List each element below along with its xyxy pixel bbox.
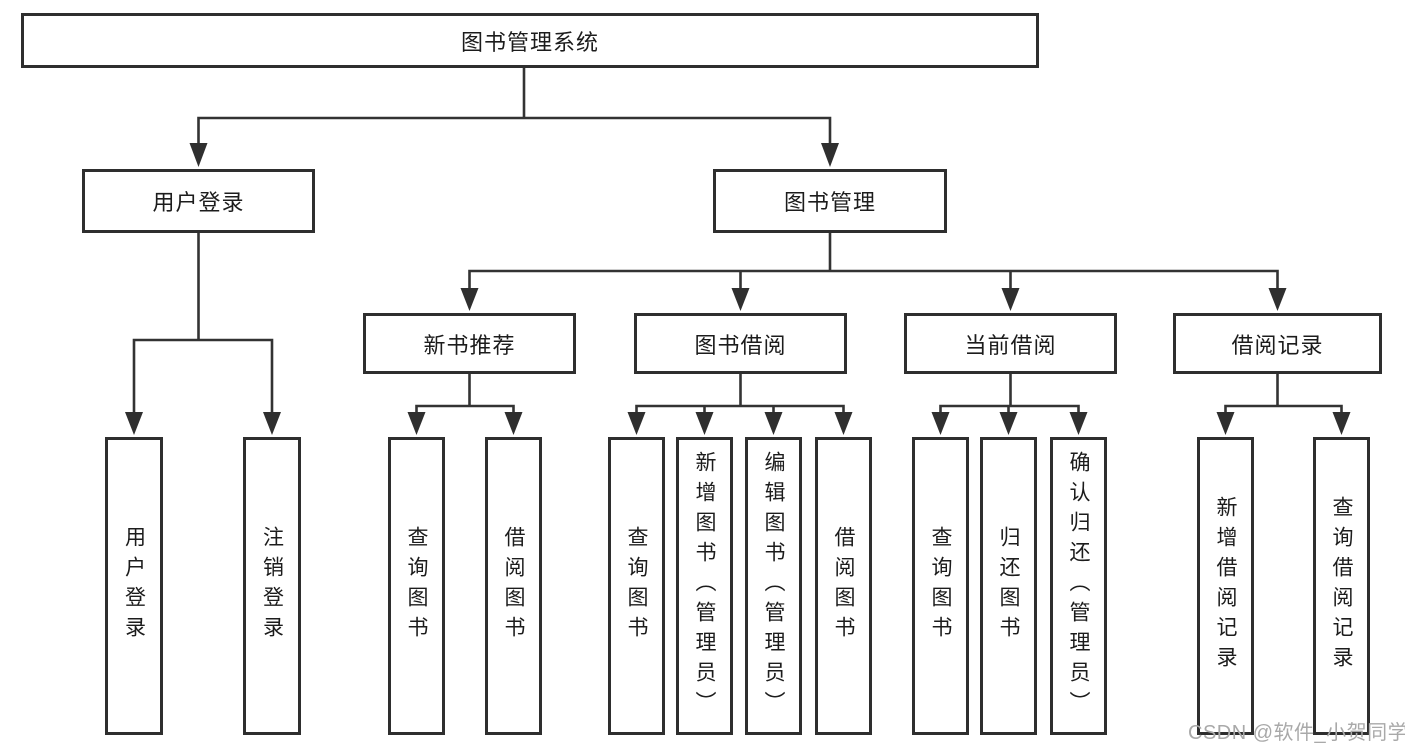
node-new-book-recommend-label: 新书推荐 — [423, 332, 516, 358]
node-current-borrow: 当前借阅 — [904, 313, 1117, 374]
leaf-edit-book-admin: 编辑图书（管理员） — [745, 437, 802, 735]
leaf-query-borrow-record: 查询借阅记录 — [1313, 437, 1370, 735]
leaf-user-login: 用户登录 — [105, 437, 163, 735]
leaf-borrow-book-2-label: 借阅图书 — [832, 526, 855, 646]
leaf-query-book-2-label: 查询图书 — [625, 526, 648, 646]
node-user-login: 用户登录 — [82, 169, 315, 233]
node-book-management: 图书管理 — [713, 169, 947, 233]
leaf-query-book-3-label: 查询图书 — [929, 526, 952, 646]
leaf-query-book-1-label: 查询图书 — [405, 526, 428, 646]
leaf-logout-label: 注销登录 — [260, 526, 284, 646]
node-root-label: 图书管理系统 — [460, 29, 599, 55]
leaf-borrow-book-2: 借阅图书 — [815, 437, 872, 735]
arrowhead-group — [125, 143, 1351, 435]
leaf-return-book-label: 归还图书 — [997, 526, 1020, 646]
leaf-query-book-1: 查询图书 — [388, 437, 445, 735]
leaf-confirm-return-admin-label: 确认归还（管理员） — [1067, 451, 1090, 721]
node-borrow-record: 借阅记录 — [1173, 313, 1382, 374]
leaf-query-borrow-record-label: 查询借阅记录 — [1330, 496, 1353, 676]
leaf-return-book: 归还图书 — [980, 437, 1037, 735]
node-root: 图书管理系统 — [21, 13, 1039, 68]
leaf-add-book-admin: 新增图书（管理员） — [676, 437, 733, 735]
leaf-edit-book-admin-label: 编辑图书（管理员） — [762, 451, 785, 721]
leaf-query-book-2: 查询图书 — [608, 437, 665, 735]
node-new-book-recommend: 新书推荐 — [363, 313, 576, 374]
node-current-borrow-label: 当前借阅 — [964, 332, 1057, 358]
node-book-management-label: 图书管理 — [783, 190, 876, 215]
leaf-logout: 注销登录 — [243, 437, 301, 735]
node-book-borrow-label: 图书借阅 — [694, 332, 787, 358]
node-borrow-record-label: 借阅记录 — [1231, 332, 1324, 358]
leaf-confirm-return-admin: 确认归还（管理员） — [1050, 437, 1107, 735]
leaf-add-book-admin-label: 新增图书（管理员） — [693, 451, 716, 721]
watermark: CSDN @软件_小贺同学 — [1188, 722, 1405, 744]
leaf-query-book-3: 查询图书 — [912, 437, 969, 735]
leaf-add-borrow-record-label: 新增借阅记录 — [1214, 496, 1237, 676]
leaf-add-borrow-record: 新增借阅记录 — [1197, 437, 1254, 735]
leaf-user-login-label: 用户登录 — [122, 526, 146, 646]
leaf-borrow-book-1-label: 借阅图书 — [502, 526, 525, 646]
leaf-borrow-book-1: 借阅图书 — [485, 437, 542, 735]
node-user-login-label: 用户登录 — [152, 190, 245, 215]
node-book-borrow: 图书借阅 — [634, 313, 847, 374]
